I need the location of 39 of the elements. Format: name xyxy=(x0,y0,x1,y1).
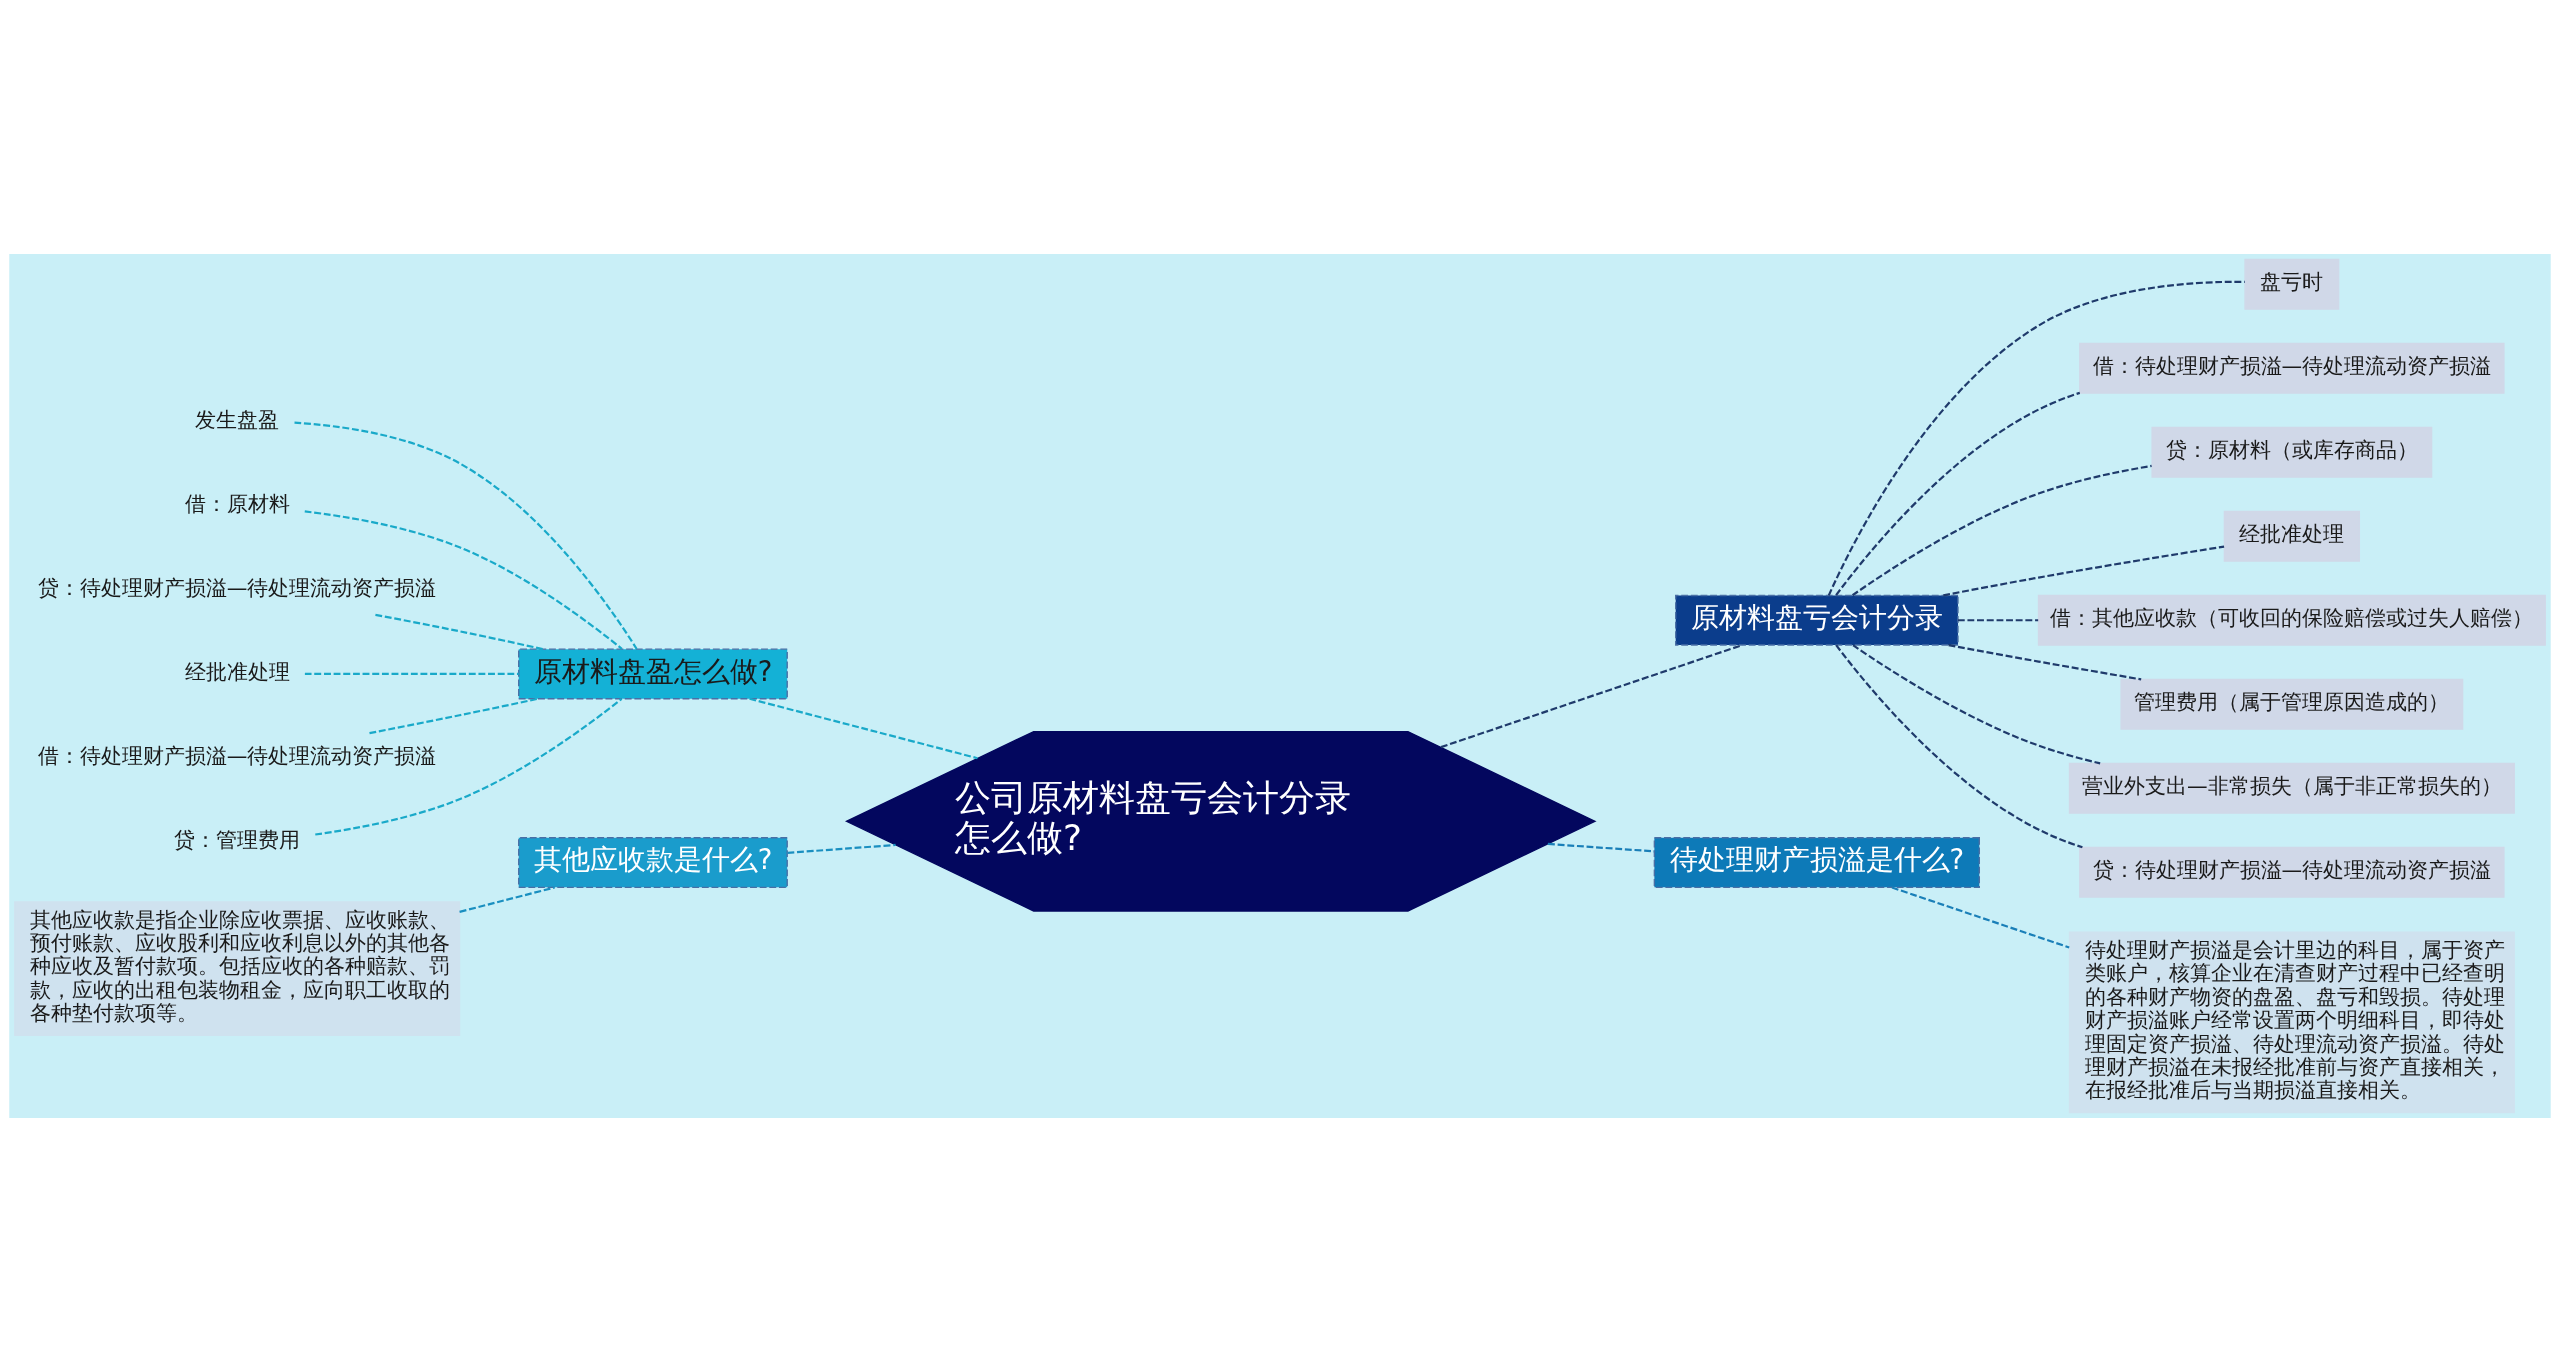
node-box: 盘亏时 xyxy=(2244,258,2340,310)
connector xyxy=(1852,643,2101,764)
connector xyxy=(304,509,623,650)
node-box: 其他应收款是什么? xyxy=(518,836,788,888)
connector xyxy=(749,697,978,759)
node-text: 发生盘盈 xyxy=(195,407,280,432)
connector xyxy=(1948,643,2142,680)
node-box: 原材料盘亏会计分录 xyxy=(1675,594,1959,646)
connector xyxy=(1827,280,2245,596)
connector xyxy=(294,421,638,650)
connector xyxy=(787,843,896,854)
connector xyxy=(1891,886,2070,948)
connector xyxy=(1835,644,2083,848)
node-box: 原材料盘盈怎么做? xyxy=(518,647,788,699)
connector xyxy=(304,672,519,675)
node-box: 贷：原材料（或库存商品） xyxy=(2151,426,2433,478)
node-text: 贷：管理费用 xyxy=(174,827,301,852)
node-box: 经批准处理 xyxy=(2223,510,2361,562)
connector xyxy=(1835,391,2081,596)
node-text: 借：待处理财产损溢—待处理流动资产损溢 xyxy=(37,743,437,768)
node-box: 管理费用（属于管理原因造成的） xyxy=(2120,678,2464,730)
connector xyxy=(1851,464,2152,596)
node-box: 贷：待处理财产损溢—待处理流动资产损溢 xyxy=(2079,846,2505,898)
node-text: 贷：待处理财产损溢—待处理流动资产损溢 xyxy=(37,575,437,600)
node-box: 借：其他应收款（可收回的保险赔偿或过失人赔偿） xyxy=(2037,594,2546,646)
connector xyxy=(459,885,555,913)
connector xyxy=(315,697,623,836)
connector xyxy=(375,613,544,650)
node-text: 借：原材料 xyxy=(184,491,290,516)
node-box: 营业外支出—非常损失（属于非正常损失的） xyxy=(2068,762,2515,814)
node-box: 待处理财产损溢是会计里边的科目，属于资产类账户，核算企业在清查财产过程中已经查明的各种财产物资的盘盈、盘亏和毁损。待处理财产损溢账户经常设置两个明细科目，即待处理固定资产损溢、待处理流动资产损溢。待处理财产损溢在未报经批准前与资产直接相关，在报经批准后与当期损溢直接相关。 xyxy=(2068,930,2515,1113)
connector xyxy=(1440,643,1743,748)
connector xyxy=(369,697,539,734)
connector xyxy=(1943,545,2225,596)
node-text: 经批准处理 xyxy=(184,659,290,684)
node-box: 其他应收款是指企业除应收票据、应收账款、预付账款、应收股利和应收利息以外的其他各种应收及暂付款项。包括应收的各种赔款、罚款，应收的出租包装物租金，应向职工收取的各种垫付款项等。 xyxy=(14,900,461,1036)
node-box: 待处理财产损溢是什么? xyxy=(1653,836,1980,888)
connector xyxy=(1958,618,2039,621)
node-box: 借：待处理财产损溢—待处理流动资产损溢 xyxy=(2079,342,2505,394)
